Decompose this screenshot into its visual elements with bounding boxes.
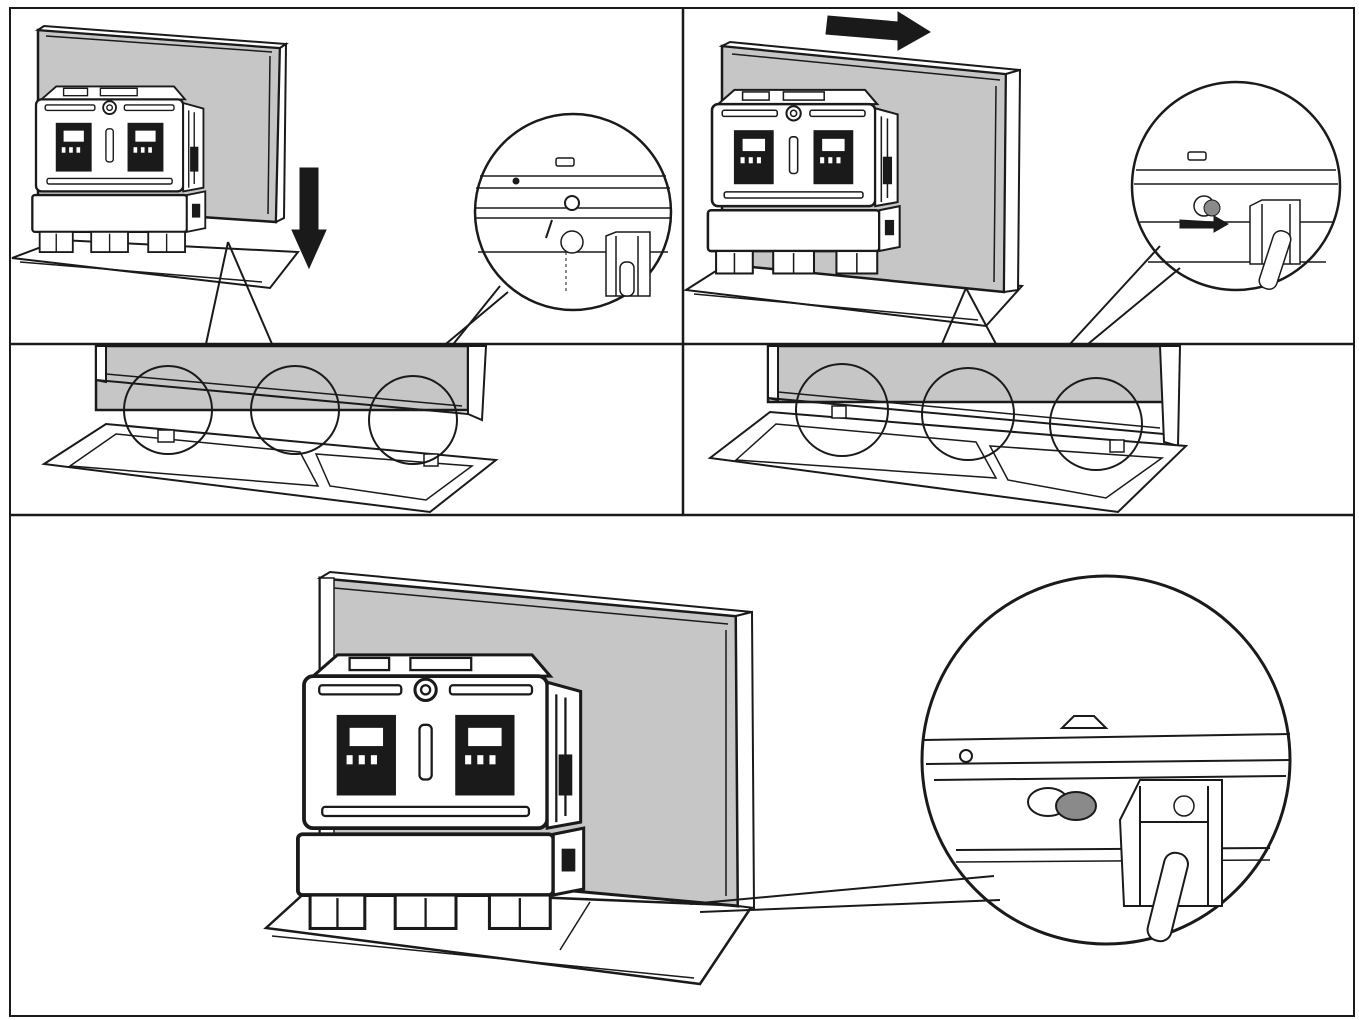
step-3-installed [263, 570, 1292, 986]
step-2-base-closeup [707, 344, 1189, 514]
panel-borders [9, 7, 1355, 1017]
inverter-cabinet [31, 85, 207, 254]
inverter-cabinet [706, 88, 901, 275]
right-arrow-icon [825, 11, 931, 51]
step-1-base-closeup [41, 344, 499, 514]
magnifier-detail [920, 574, 1292, 946]
down-arrow-icon [291, 167, 327, 270]
magnifier-detail [1130, 80, 1342, 292]
step-2-slide-panel [683, 11, 1342, 345]
magnifier-detail [473, 112, 673, 312]
step-1-lower-panel [11, 24, 673, 389]
inverter-cabinet [296, 652, 586, 931]
